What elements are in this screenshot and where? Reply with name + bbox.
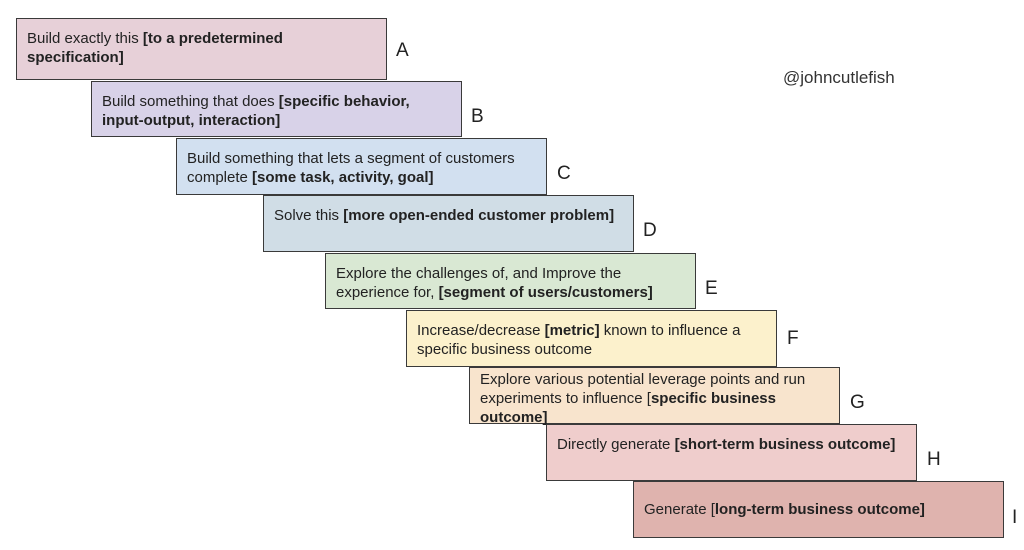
step-h-text: Directly generate [short-term business o… bbox=[557, 436, 896, 453]
step-a-letter: A bbox=[396, 40, 409, 61]
step-e-text: Explore the challenges of, and Improve t… bbox=[336, 265, 653, 301]
step-h-box: Directly generate [short-term business o… bbox=[546, 424, 917, 481]
step-b-text: Build something that does [specific beha… bbox=[102, 93, 410, 129]
step-i-text: Generate [long-term business outcome] bbox=[644, 501, 925, 518]
step-f-text: Increase/decrease [metric] known to infl… bbox=[417, 322, 741, 358]
step-a-text: Build exactly this [to a predetermined s… bbox=[27, 30, 283, 66]
step-g-letter: G bbox=[850, 392, 865, 413]
step-h-letter: H bbox=[927, 449, 941, 470]
step-i-letter: I bbox=[1012, 507, 1018, 528]
step-d-box: Solve this [more open-ended customer pro… bbox=[263, 195, 634, 252]
step-f-letter: F bbox=[787, 328, 799, 349]
step-f-box: Increase/decrease [metric] known to infl… bbox=[406, 310, 777, 367]
step-c-box: Build something that lets a segment of c… bbox=[176, 138, 547, 195]
step-g-text: Explore various potential leverage point… bbox=[480, 371, 806, 426]
step-e-box: Explore the challenges of, and Improve t… bbox=[325, 253, 696, 309]
step-e-letter: E bbox=[705, 278, 718, 299]
step-i-box: Generate [long-term business outcome] bbox=[633, 481, 1004, 538]
step-c-letter: C bbox=[557, 163, 571, 184]
step-g-box: Explore various potential leverage point… bbox=[469, 367, 840, 426]
step-d-letter: D bbox=[643, 220, 657, 241]
step-d-text: Solve this [more open-ended customer pro… bbox=[274, 207, 615, 224]
step-b-letter: B bbox=[471, 106, 484, 127]
step-b-box: Build something that does [specific beha… bbox=[91, 81, 462, 137]
step-a-box: Build exactly this [to a predetermined s… bbox=[16, 18, 387, 80]
step-c-text: Build something that lets a segment of c… bbox=[187, 150, 515, 186]
author-handle: @johncutlefish bbox=[783, 68, 895, 87]
